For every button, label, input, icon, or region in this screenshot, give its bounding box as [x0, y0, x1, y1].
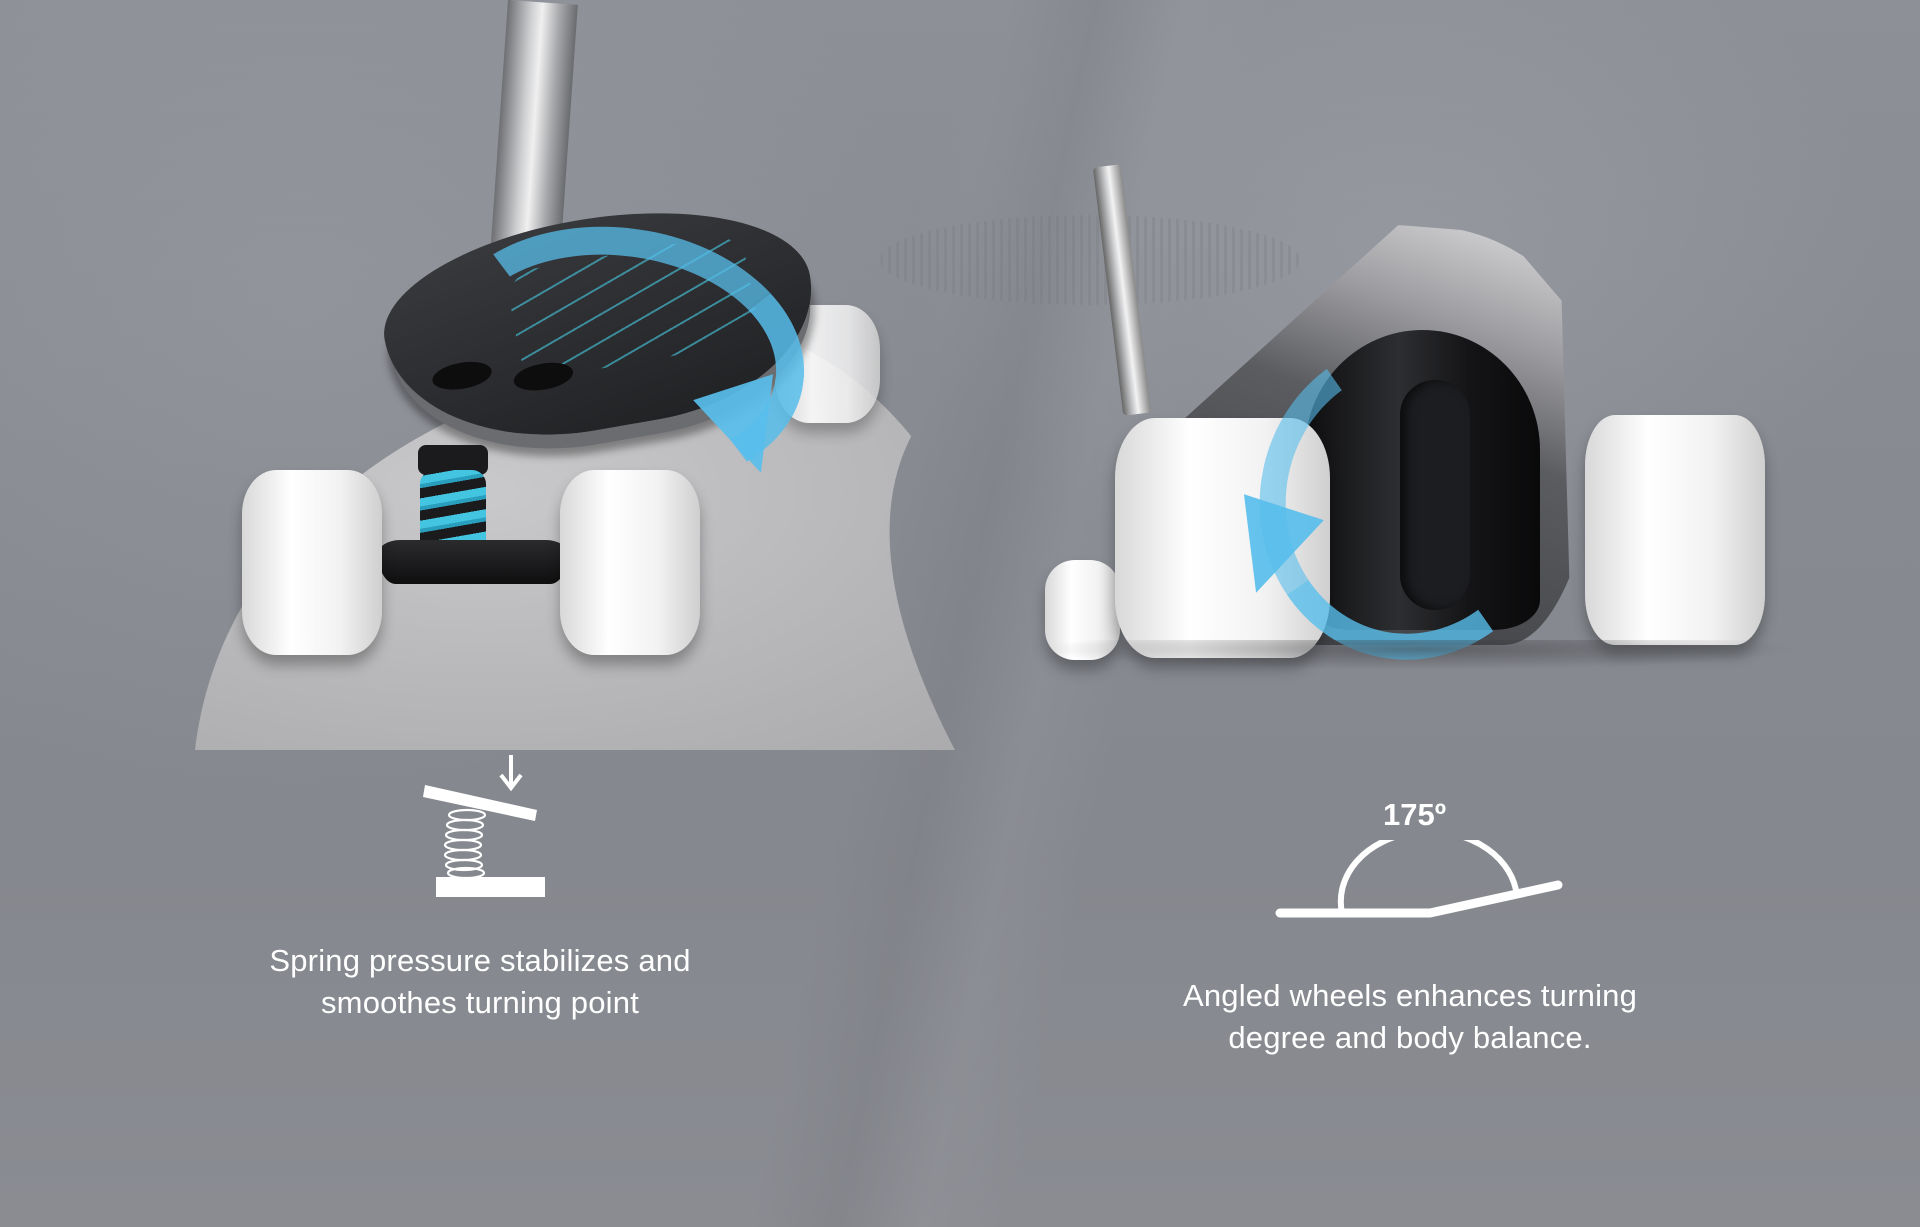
caption-line: Angled wheels enhances turning — [1182, 978, 1638, 1013]
spring-pressure-icon — [423, 755, 545, 897]
hub-slot — [1400, 380, 1470, 610]
feature-caption: Spring pressure stabilizes and smoothes … — [240, 940, 720, 1024]
caption-line: degree and body balance. — [1228, 1020, 1592, 1055]
right-angled-wheel — [1585, 415, 1765, 645]
feature-spring: Spring pressure stabilizes and smoothes … — [240, 755, 720, 1024]
feature-angle: Angled wheels enhances turning degree an… — [1140, 975, 1680, 1059]
angle-label: 175º — [1383, 797, 1447, 832]
ground-shadow — [1040, 640, 1800, 670]
caption-line: Spring pressure stabilizes and — [269, 943, 691, 978]
front-wheel-left — [242, 470, 382, 655]
left-angled-wheel — [1115, 418, 1330, 658]
caption-line: smoothes turning point — [320, 985, 640, 1020]
angle-175-icon — [1275, 840, 1563, 918]
front-wheel-right — [560, 470, 700, 655]
feature-caption: Angled wheels enhances turning degree an… — [1140, 975, 1680, 1059]
wheel-truck — [378, 540, 568, 584]
scooter-left-illustration — [0, 0, 960, 700]
manhole-cover — [880, 215, 1300, 305]
